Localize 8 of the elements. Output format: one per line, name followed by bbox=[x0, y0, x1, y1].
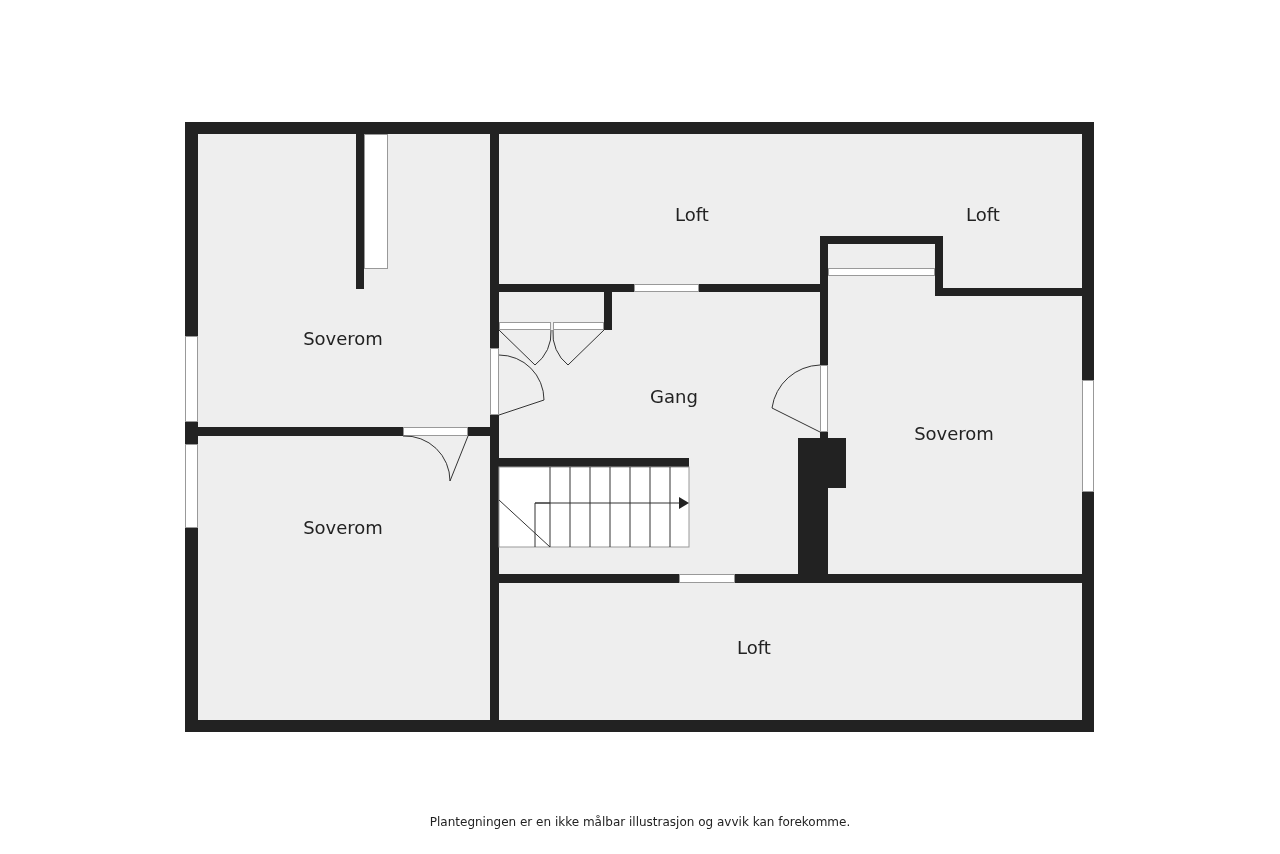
room-name: Soverom bbox=[914, 422, 994, 444]
caption: Plantegningen er en ikke målbar illustrasjon og avvik kan forekomme. bbox=[428, 815, 852, 829]
room-name: Gang bbox=[650, 385, 698, 407]
room-name: Loft bbox=[675, 203, 709, 225]
room-name: Soverom bbox=[303, 516, 383, 538]
room-name: Loft bbox=[737, 636, 771, 658]
room-name: Soverom bbox=[303, 327, 383, 349]
room-name: Loft bbox=[966, 203, 1000, 225]
